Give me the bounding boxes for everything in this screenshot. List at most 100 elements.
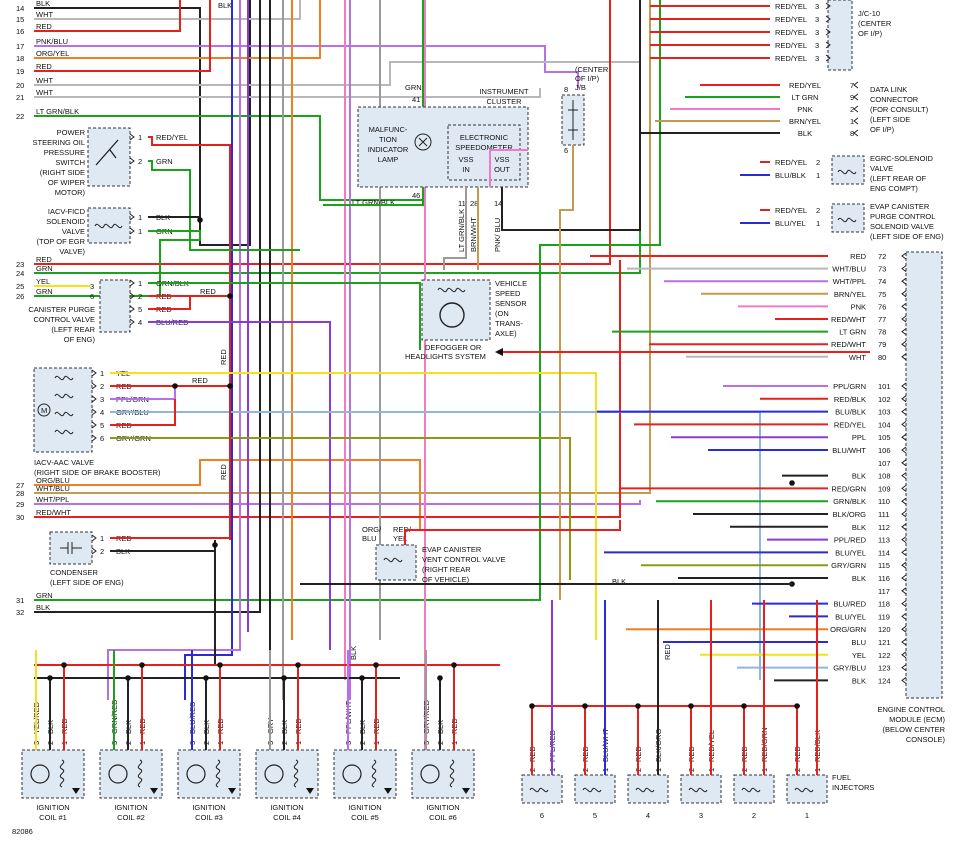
wire-label: LT GRN/BLK [457,209,466,252]
wire-label: BLU/WHT [832,446,866,455]
pin-number: 108 [878,472,891,481]
harness-wire [34,0,301,20]
pin-number: 114 [878,548,890,557]
component-label: IGNITION [348,803,381,812]
wire-label: BRN/WHT [469,217,478,252]
wire-label: RED/YEL [775,15,807,24]
component-label: (BELOW CENTER [882,725,945,734]
splice-dot [227,383,233,389]
wire-label: RED/YEL [775,28,807,37]
pin-number: 28 [470,199,478,208]
pin-number: 21 [16,93,24,102]
pin-number: 77 [878,315,886,324]
wire-label: PNK [851,302,866,311]
splice-dot [688,703,694,709]
splice-dot [227,293,233,299]
terminal [901,485,907,492]
wire-label: GRN/BLK [833,497,866,506]
wire [559,145,574,600]
wire-label: RED/YEL [156,133,188,142]
terminal [901,536,907,543]
component-label: INSTRUMENT [479,87,529,96]
wire-label: ORG/YEL [36,49,69,58]
pin-number: 3 [815,2,819,11]
diode-icon [384,788,392,794]
pin-number: 5 [138,305,142,314]
harness-wire [34,0,211,72]
terminal [91,547,97,555]
terminal [853,117,859,125]
transistor-icon [342,764,362,784]
terminal [129,305,135,313]
pin-number: 26 [16,292,24,301]
wire-label: BLU [362,534,377,543]
diode-icon [228,788,236,794]
pin-number: 118 [878,600,890,609]
pin-number: 2 [816,206,820,215]
component-label: ENGINE CONTROL [877,705,945,714]
pin-number: 72 [878,252,886,261]
wire-label: GRN [36,287,53,296]
pin-number: 2 [816,158,820,167]
wire-label: GRN [405,83,422,92]
instrument-cluster-box [357,106,529,188]
component-label: OUT [494,165,510,174]
wire-label: BLU/YEL [835,612,866,621]
wire-label: RED [36,62,52,71]
pin-number: 104 [878,420,891,429]
component-label: CONNECTOR [870,95,919,104]
wire-label: RED [36,255,52,264]
injector-number: 5 [593,811,597,820]
component-label: EVAP CANISTER [422,545,482,554]
wire-label: BLK [36,603,50,612]
canister-purge-box [99,279,131,333]
wire-label: WHT [36,76,53,85]
wire-label: BLU/RED [833,600,866,609]
pin-number: 6 [564,146,568,155]
pin-number: 75 [878,290,886,299]
component-label: POWER [57,128,86,137]
component-label: IACV-FICD [48,207,86,216]
wire-label: BRN/YEL [789,117,821,126]
coil-icon [529,787,549,793]
terminal [901,328,907,335]
pin-number: 6 [100,434,104,443]
component-label: CONTROL VALVE [33,315,95,324]
pin-number: 18 [16,54,24,63]
wire-label: WHT [36,10,53,19]
wire-label: RED [36,22,52,31]
splice-dot [281,675,287,681]
terminal [129,318,135,326]
pin-number: 31 [16,596,24,605]
splice-dot [451,662,457,668]
splice-dot [373,662,379,668]
terminal [901,549,907,556]
component-label: VSS [494,155,509,164]
component-label: J/B [575,83,586,92]
terminal [901,664,907,671]
evap-vent-box [375,544,417,581]
diode-icon [462,788,470,794]
terminal [853,81,859,89]
terminal [901,561,907,569]
coil-icon [54,393,74,399]
terminal [901,523,907,531]
terminal [901,277,907,285]
pin-number: 122 [878,651,891,660]
pin-number: 124 [878,676,891,685]
pin-number: 102 [878,395,891,404]
pin-number: 109 [878,484,891,493]
terminal [901,638,907,646]
coil-icon [59,759,65,788]
component-label: MODULE (ECM) [889,715,945,724]
pin-number: 116 [878,574,890,583]
component-label: OF VEHICLE) [422,575,470,584]
wire-label: LT GRN [839,328,866,337]
pin-number: 24 [16,269,24,278]
